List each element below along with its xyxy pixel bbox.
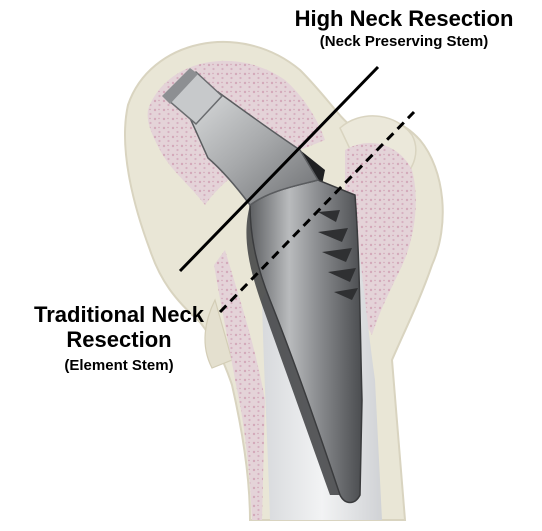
- traditional-neck-title-line1: Traditional Neck: [6, 302, 232, 327]
- high-neck-resection-title: High Neck Resection: [268, 6, 540, 31]
- high-neck-resection-subtitle: (Neck Preserving Stem): [268, 33, 540, 50]
- traditional-neck-subtitle: (Element Stem): [6, 357, 232, 374]
- traditional-neck-title-line2: Resection: [6, 327, 232, 352]
- high-neck-resection-label: High Neck Resection (Neck Preserving Ste…: [268, 6, 540, 51]
- traditional-neck-resection-label: Traditional Neck Resection (Element Stem…: [6, 302, 232, 374]
